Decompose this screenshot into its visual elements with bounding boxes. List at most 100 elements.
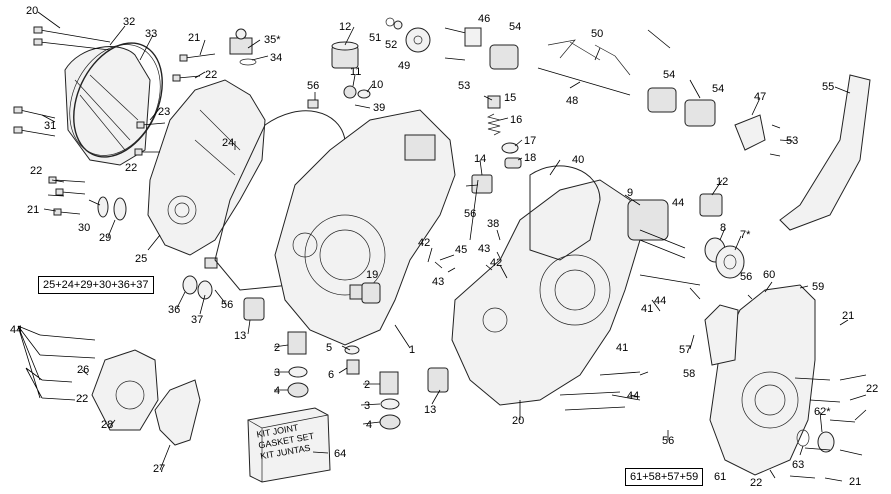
bolts-21-22-top [134, 53, 216, 156]
spring-15-16 [486, 95, 502, 136]
label-35: 35* [264, 34, 281, 46]
label-44-center: 44 [627, 390, 639, 402]
label-33: 33 [145, 28, 157, 40]
bolts-22-left [48, 176, 86, 216]
label-29: 29 [99, 232, 111, 244]
label-21-left: 21 [27, 204, 39, 216]
label-52: 52 [385, 39, 397, 51]
bearings-54 [489, 44, 716, 127]
label-53: 53 [458, 80, 470, 92]
label-7: 7* [740, 229, 751, 241]
label-42-right: 42 [490, 257, 502, 269]
label-62: 62* [814, 406, 831, 418]
label-63: 63 [792, 459, 804, 471]
label-8: 8 [720, 222, 726, 234]
label-34: 34 [270, 52, 282, 64]
label-37: 37 [191, 314, 203, 326]
seals-29-30 [97, 196, 127, 221]
label-3-right: 3 [364, 400, 370, 412]
left-kit-box: 25+24+29+30+36+37 [38, 276, 154, 294]
label-4-right: 4 [366, 419, 372, 431]
label-53-right: 53 [786, 135, 798, 147]
label-26: 26 [77, 364, 89, 376]
label-56-bottom-left: 56 [221, 299, 233, 311]
label-15: 15 [504, 92, 516, 104]
cover-gasket-58 [704, 304, 739, 366]
rings-36-37 [182, 257, 218, 300]
label-41-lower: 41 [616, 342, 628, 354]
oil-filter-13-right [427, 367, 449, 393]
label-18: 18 [524, 152, 536, 164]
label-60: 60 [763, 269, 775, 281]
label-42-left: 42 [418, 237, 430, 249]
label-17: 17 [524, 135, 536, 147]
label-43-left: 43 [432, 276, 444, 288]
label-5: 5 [326, 342, 332, 354]
label-44-mid-right: 44 [654, 295, 666, 307]
label-61: 61 [714, 471, 726, 483]
oil-filter-13-left [243, 297, 265, 321]
shaft-19 [361, 282, 381, 304]
inner-clutch-cover [147, 79, 266, 256]
label-38: 38 [487, 218, 499, 230]
label-47: 47 [754, 91, 766, 103]
label-28: 28 [101, 419, 113, 431]
label-21-bottom: 21 [849, 476, 861, 488]
label-22-mid: 22 [125, 162, 137, 174]
shift-shaft-48 [537, 67, 631, 96]
label-13-right: 13 [424, 404, 436, 416]
label-54-right: 54 [712, 83, 724, 95]
label-54-top: 54 [509, 21, 521, 33]
label-22-bottom: 22 [750, 477, 762, 489]
label-31: 31 [44, 120, 56, 132]
label-20-top: 20 [26, 5, 38, 17]
label-40: 40 [572, 154, 584, 166]
dowel-56-top [307, 99, 319, 109]
pulley-7 [715, 245, 745, 279]
label-1: 1 [409, 344, 415, 356]
label-30: 30 [78, 222, 90, 234]
left-crankcase [274, 109, 456, 346]
label-43-mid: 43 [478, 243, 490, 255]
label-25: 25 [135, 253, 147, 265]
label-58: 58 [683, 368, 695, 380]
label-46: 46 [478, 13, 490, 25]
label-12-right: 12 [716, 176, 728, 188]
label-20-bottom: 20 [512, 415, 524, 427]
bolts-53-right [769, 124, 781, 157]
part-labels: 20 32 33 21 35* 34 22 31 23 24 22 22 21 … [10, 5, 878, 489]
label-12-top: 12 [339, 21, 351, 33]
washers-17-18 [501, 142, 522, 169]
left-crankcase-gasket [214, 110, 346, 291]
bolts-44-right [639, 229, 701, 286]
label-10: 10 [371, 79, 383, 91]
label-39: 39 [373, 102, 385, 114]
sensor-35 [229, 28, 257, 66]
ring-3-right [380, 398, 400, 410]
label-22-lower-left: 22 [76, 393, 88, 405]
bolts-20 [33, 26, 111, 51]
bolts-44-center [559, 371, 641, 411]
clutch-cover-gasket [73, 42, 163, 158]
label-21-right-top: 21 [842, 310, 854, 322]
label-36: 36 [168, 304, 180, 316]
water-pump-cover-28 [91, 349, 159, 431]
label-49: 49 [398, 60, 410, 72]
label-59: 59 [812, 281, 824, 293]
label-64: 64 [334, 448, 346, 460]
label-23: 23 [158, 106, 170, 118]
label-3-left: 3 [274, 367, 280, 379]
seal-62 [817, 431, 835, 453]
label-51: 51 [369, 32, 381, 44]
right-crankcase [451, 179, 641, 406]
bushing-14 [471, 174, 493, 194]
clips-50 [547, 39, 631, 76]
plug-11-10 [343, 85, 371, 99]
label-48: 48 [566, 95, 578, 107]
filter-2-right [379, 371, 399, 395]
plug-5-6 [344, 345, 360, 375]
label-56-top: 56 [307, 80, 319, 92]
label-56-center: 56 [464, 208, 476, 220]
ring-3-left [288, 366, 308, 378]
